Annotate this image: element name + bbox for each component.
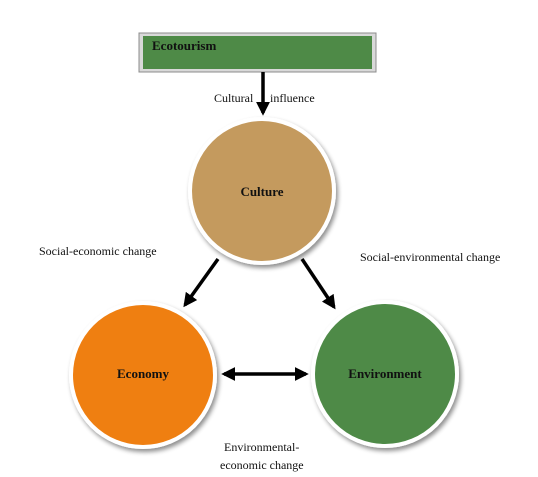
arrow-culture-to-economy xyxy=(183,257,220,308)
culture-label: Culture xyxy=(240,184,283,199)
social-environmental-label: Social-environmental change xyxy=(360,250,500,264)
cultural-influence-label-part1: Cultural xyxy=(214,91,254,105)
economy-node: Economy xyxy=(69,301,217,449)
arrow-culture-to-environment xyxy=(300,258,336,310)
ecotourism-box: Ecotourism xyxy=(138,32,377,73)
environment-circle xyxy=(315,304,455,444)
culture-circle xyxy=(192,121,332,261)
ecotourism-label: Ecotourism xyxy=(152,38,216,53)
environmental-economic-label-line2: economic change xyxy=(220,458,304,472)
environment-label: Environment xyxy=(348,366,422,381)
culture-node: Culture xyxy=(188,117,336,265)
environment-node: Environment xyxy=(311,300,459,448)
cultural-influence-label-part2: influence xyxy=(270,91,315,105)
economy-label: Economy xyxy=(117,366,170,381)
ecotourism-box-fill xyxy=(143,36,372,69)
economy-circle xyxy=(73,305,213,445)
environmental-economic-label-line1: Environmental- xyxy=(224,440,299,454)
social-economic-label: Social-economic change xyxy=(39,244,157,258)
